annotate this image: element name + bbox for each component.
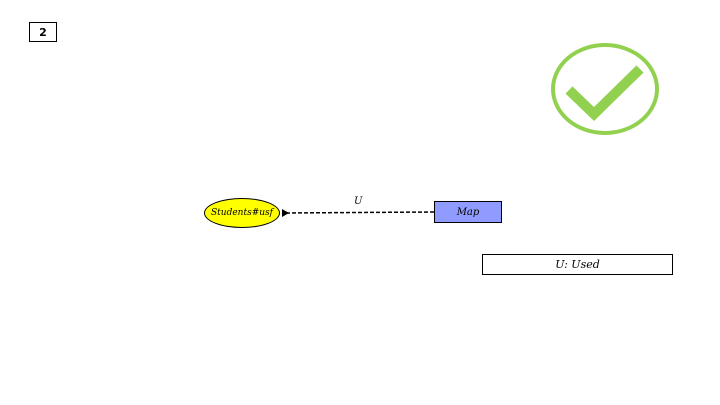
checkmark-circle-ring xyxy=(551,43,659,135)
activity-node-map: Map xyxy=(434,201,502,223)
checkmark-tick xyxy=(565,65,644,121)
legend-text: U: Used xyxy=(555,258,600,271)
activity-node-label: Map xyxy=(456,206,480,218)
used-edge-arrow xyxy=(281,209,435,218)
used-edge-label: U xyxy=(354,196,363,207)
slide-number: 2 xyxy=(29,22,57,42)
entity-node-students: Students#usf xyxy=(204,198,280,228)
entity-node-label: Students#usf xyxy=(211,208,273,218)
legend-box: U: Used xyxy=(482,254,673,275)
checkmark-circle-icon xyxy=(551,43,659,135)
